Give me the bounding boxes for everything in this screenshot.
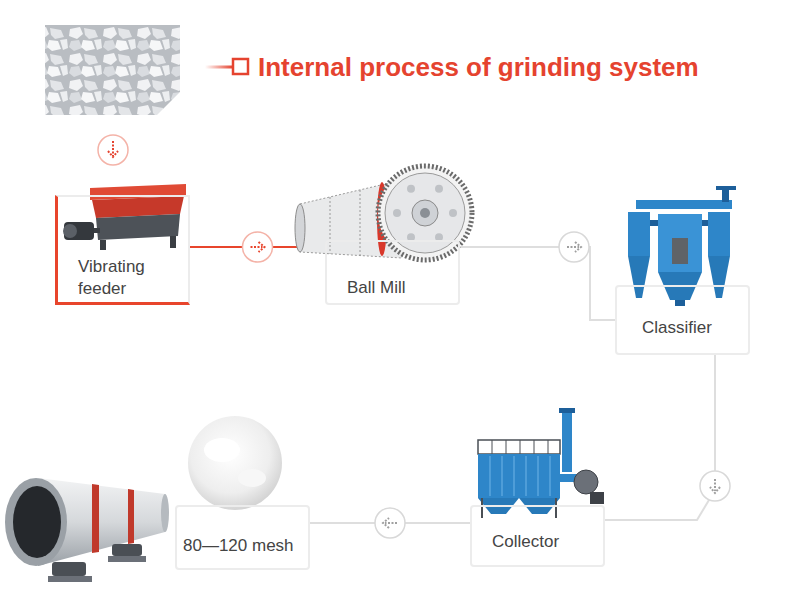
title-rule xyxy=(205,66,233,69)
flow-arrow xyxy=(243,232,273,262)
equipment-box: Classifier xyxy=(615,285,750,355)
dryer-roller xyxy=(112,544,142,556)
collector-railing xyxy=(478,440,560,454)
mill-hub xyxy=(412,200,438,226)
collector-fan xyxy=(574,470,598,494)
classifier-cyclone xyxy=(708,212,730,256)
classifier-rotor xyxy=(672,238,688,264)
flow-arrow-shaft xyxy=(714,479,716,491)
equipment-box: Collector xyxy=(470,505,605,567)
stone-photo xyxy=(45,25,180,115)
mill-gear-hole xyxy=(393,209,401,217)
powder-highlight xyxy=(204,438,240,462)
equipment-box: Vibrating feeder xyxy=(55,195,190,305)
collector-ribs xyxy=(490,456,550,496)
mill-band xyxy=(330,197,331,254)
feeder-leg xyxy=(100,240,106,250)
flow-arrow-glyph xyxy=(567,242,581,252)
flow-arrow-head xyxy=(259,242,265,252)
equipment-label: Vibrating feeder xyxy=(78,256,174,300)
classifier-cyclone xyxy=(628,212,650,256)
flow-arrow-head xyxy=(575,242,581,252)
collector-legs xyxy=(482,498,556,518)
powder-photo xyxy=(188,416,282,510)
equipment-label: Collector xyxy=(492,531,593,553)
collector-motor xyxy=(590,492,604,504)
product-box: 80—120 mesh xyxy=(175,505,310,570)
classifier-cone xyxy=(708,256,730,298)
classifier-outlet xyxy=(722,188,729,202)
classifier-pipe xyxy=(650,220,658,226)
feeder-leg xyxy=(170,236,176,248)
dryer-mouth xyxy=(5,478,67,566)
mill-gear-hole xyxy=(435,185,443,193)
mill-gear xyxy=(378,166,472,260)
flow-line xyxy=(460,247,615,320)
dryer-end xyxy=(161,494,169,532)
classifier-cone xyxy=(628,256,650,298)
mill-inlet xyxy=(295,204,305,252)
flow-arrow xyxy=(375,508,405,538)
dryer-base xyxy=(48,576,92,582)
equipment-label: Classifier xyxy=(642,317,738,339)
classifier-pipe xyxy=(702,220,708,226)
diagram-title: Internal process of grinding system xyxy=(258,52,699,82)
flow-arrow-head xyxy=(710,487,720,493)
flow-arrow-shaft xyxy=(251,246,263,248)
feeder-body xyxy=(96,214,180,240)
flow-arrow-glyph xyxy=(251,242,265,252)
classifier-body xyxy=(658,214,702,272)
collector-body xyxy=(478,454,560,498)
classifier-outlet-cap xyxy=(716,186,736,190)
flow-arrow-glyph xyxy=(383,518,397,528)
equipment-label: 80—120 mesh xyxy=(183,535,300,557)
flow-arrow-glyph xyxy=(710,479,720,493)
equipment-label: Ball Mill xyxy=(347,277,448,299)
flow-arrow-shaft xyxy=(385,522,397,524)
collector-chimney-cap xyxy=(559,408,575,413)
collector-chimney xyxy=(562,410,572,472)
mill-axle xyxy=(420,208,430,218)
flow-arrow-shaft xyxy=(567,246,579,248)
flow-arrow-ring xyxy=(559,232,589,262)
dryer-base xyxy=(108,556,146,562)
title-bullet xyxy=(233,59,248,74)
mill-gear-hole xyxy=(407,185,415,193)
feeder-shaft xyxy=(94,228,100,233)
collector-railing-posts xyxy=(492,440,548,454)
flow-arrow-ring xyxy=(375,508,405,538)
flow-arrow-ring xyxy=(98,135,128,165)
flow-arrow xyxy=(559,232,589,262)
classifier-manifold xyxy=(636,200,732,209)
equipment-box: Ball Mill xyxy=(325,240,460,305)
feeder-motor-end xyxy=(63,224,77,238)
dryer-ring xyxy=(128,489,134,544)
mill-band xyxy=(360,190,361,256)
dryer-opening xyxy=(13,486,61,558)
flow-arrow-ring xyxy=(700,471,730,501)
powder-highlight xyxy=(238,469,266,487)
dryer-ring xyxy=(92,484,99,553)
feeder-motor xyxy=(64,222,94,240)
flow-arrow xyxy=(700,471,730,501)
flow-arrow-head xyxy=(383,518,389,528)
flow-line xyxy=(310,522,470,524)
flow-arrow-head xyxy=(108,151,118,157)
flow-arrow-shaft xyxy=(112,141,114,156)
flow-arrow-ring xyxy=(243,232,273,262)
flow-line xyxy=(605,355,715,520)
classifier-discharge xyxy=(675,300,685,306)
dryer-roller xyxy=(52,562,86,576)
mill-gear-hole xyxy=(449,209,457,217)
